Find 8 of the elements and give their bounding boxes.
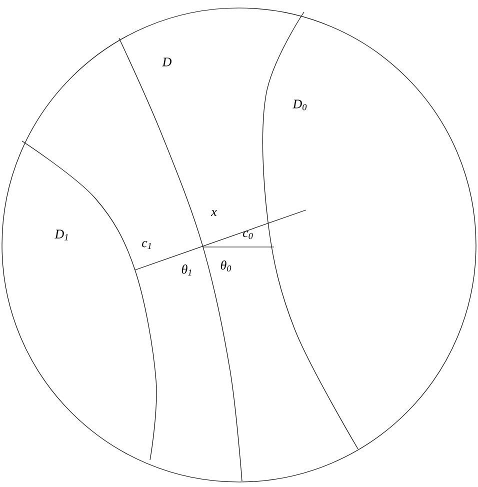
region-label: θ$_{0}$ [220,260,232,272]
region-label: c$_{1}$ [142,241,151,249]
region-label: D [162,58,172,66]
region-label: c$_{0}$ [243,230,253,240]
region-label: θ$_{1}$ [182,264,192,276]
region-label: x [210,210,217,216]
region-label: D$_{0}$ [292,100,307,110]
region-label: D$_{1}$ [54,230,68,240]
